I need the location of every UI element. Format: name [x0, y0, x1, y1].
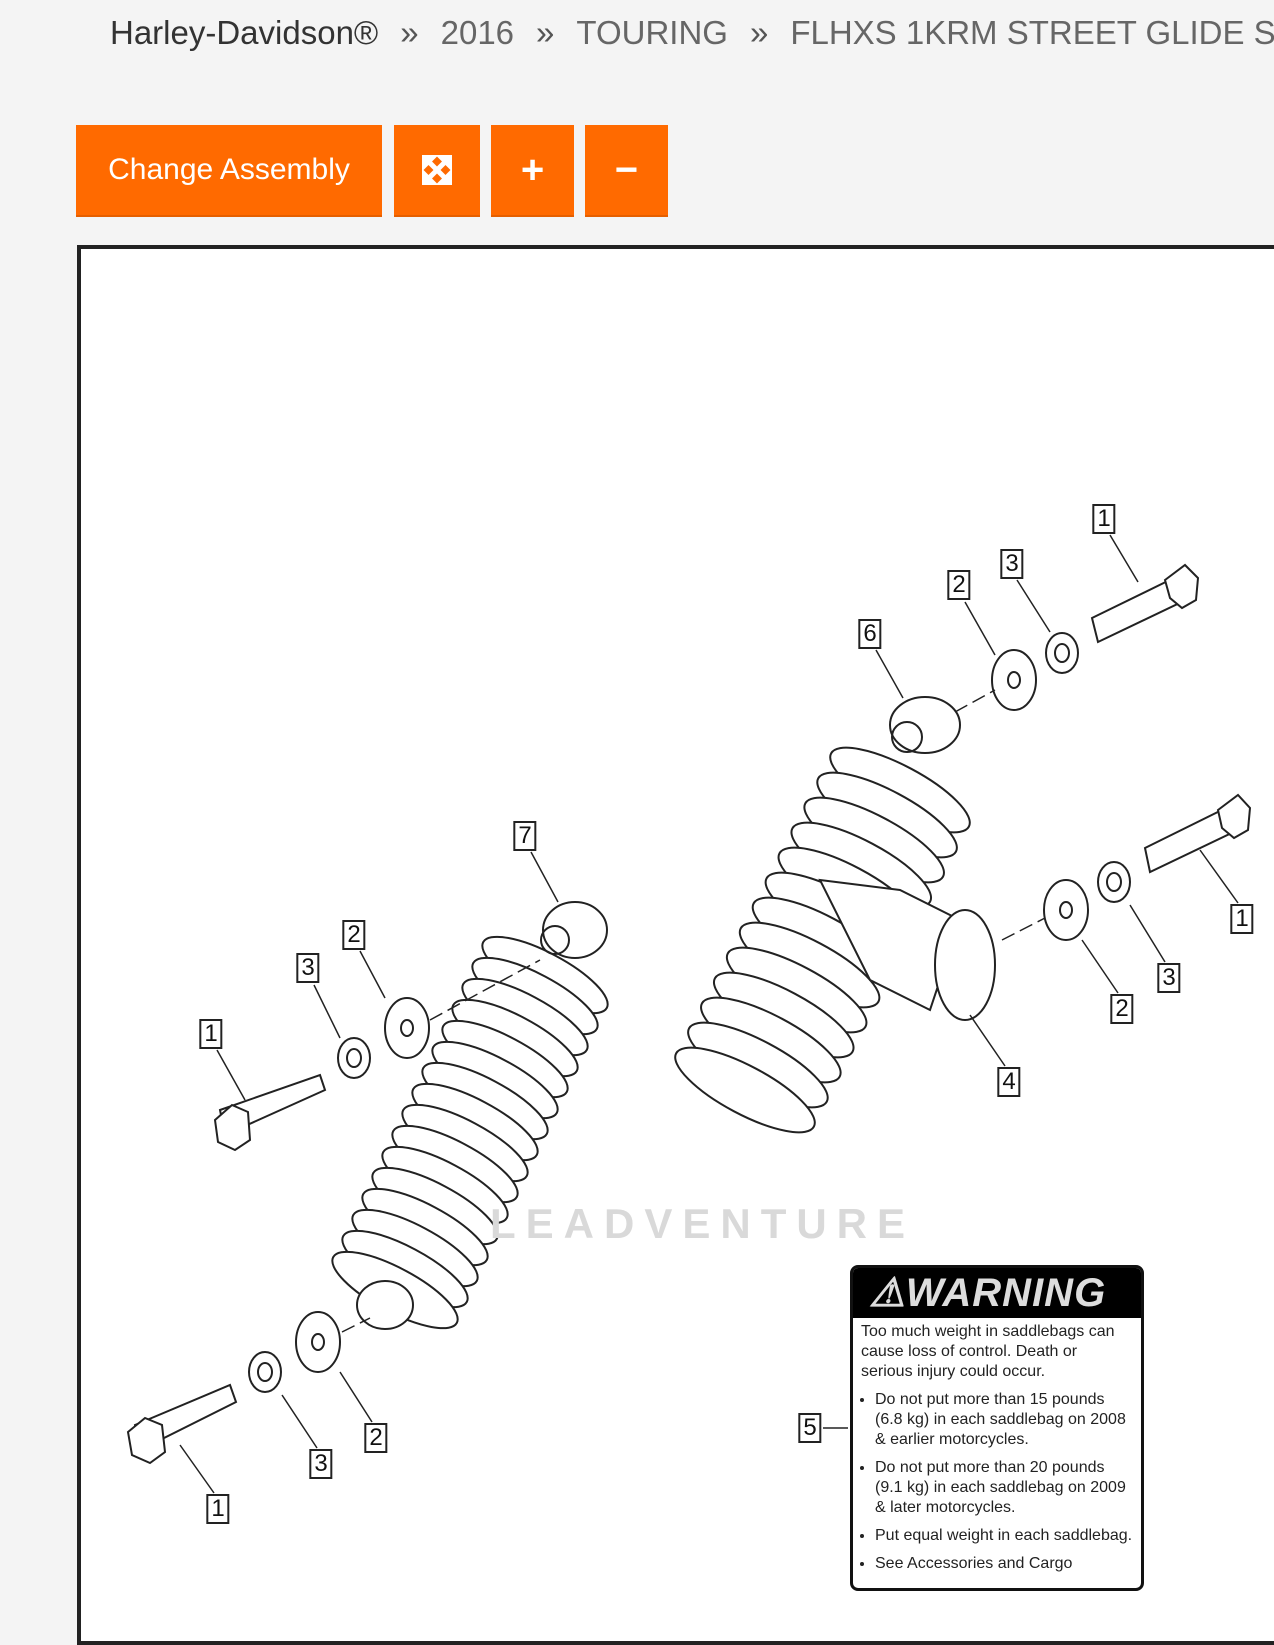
warning-bullet: Do not put more than 15 pounds (6.8 kg) …: [875, 1390, 1133, 1450]
warning-bullet: Do not put more than 20 pounds (9.1 kg) …: [875, 1458, 1133, 1518]
callout-4[interactable]: 4: [997, 1067, 1021, 1097]
callout-6[interactable]: 6: [858, 619, 882, 649]
warning-label: ⚠WARNING Too much weight in saddlebags c…: [850, 1265, 1144, 1591]
callout-3[interactable]: 3: [1157, 963, 1181, 993]
hardware: [126, 563, 1252, 1465]
warning-title: ⚠WARNING: [853, 1268, 1141, 1318]
breadcrumb: Harley-Davidson® » 2016 » TOURING » FLHX…: [110, 14, 1274, 52]
callout-3[interactable]: 3: [309, 1449, 333, 1479]
shock-absorber-drawing: [126, 534, 1252, 1494]
callout-7[interactable]: 7: [513, 821, 537, 851]
callout-5[interactable]: 5: [798, 1413, 822, 1443]
warning-bullet: Put equal weight in each saddlebag.: [875, 1526, 1133, 1546]
breadcrumb-separator: »: [536, 14, 555, 51]
fullscreen-button[interactable]: [394, 125, 480, 215]
callout-1[interactable]: 1: [1092, 504, 1116, 534]
breadcrumb-separator: »: [749, 14, 769, 51]
warning-intro: Too much weight in saddlebags can cause …: [861, 1323, 1115, 1380]
leader-lines: [179, 534, 1239, 1494]
change-assembly-button[interactable]: Change Assembly: [76, 125, 382, 215]
callout-2[interactable]: 2: [342, 920, 366, 950]
centerlines: [341, 689, 1046, 1333]
callout-3[interactable]: 3: [1000, 549, 1024, 579]
right-shock: [674, 696, 996, 1134]
zoom-out-button[interactable]: −: [585, 125, 668, 215]
callout-1[interactable]: 1: [199, 1019, 223, 1049]
callout-3[interactable]: 3: [296, 953, 320, 983]
callout-2[interactable]: 2: [364, 1423, 388, 1453]
spring-coil: [674, 1046, 816, 1134]
breadcrumb-model[interactable]: FLHXS 1KRM STREET GLIDE S: [790, 14, 1274, 51]
warning-bullet: See Accessories and Cargo: [875, 1554, 1133, 1574]
callout-1[interactable]: 1: [206, 1494, 230, 1524]
zoom-in-button[interactable]: +: [491, 125, 574, 215]
breadcrumb-make[interactable]: Harley-Davidson®: [110, 14, 379, 51]
callout-1[interactable]: 1: [1230, 904, 1254, 934]
breadcrumb-category[interactable]: TOURING: [576, 14, 728, 51]
breadcrumb-year[interactable]: 2016: [440, 14, 515, 51]
callout-2[interactable]: 2: [947, 570, 971, 600]
left-shock: [331, 901, 609, 1330]
callout-2[interactable]: 2: [1110, 994, 1134, 1024]
watermark: LEADVENTURE: [490, 1200, 916, 1247]
expand-arrows-icon: [422, 155, 452, 185]
breadcrumb-separator: »: [400, 14, 419, 51]
